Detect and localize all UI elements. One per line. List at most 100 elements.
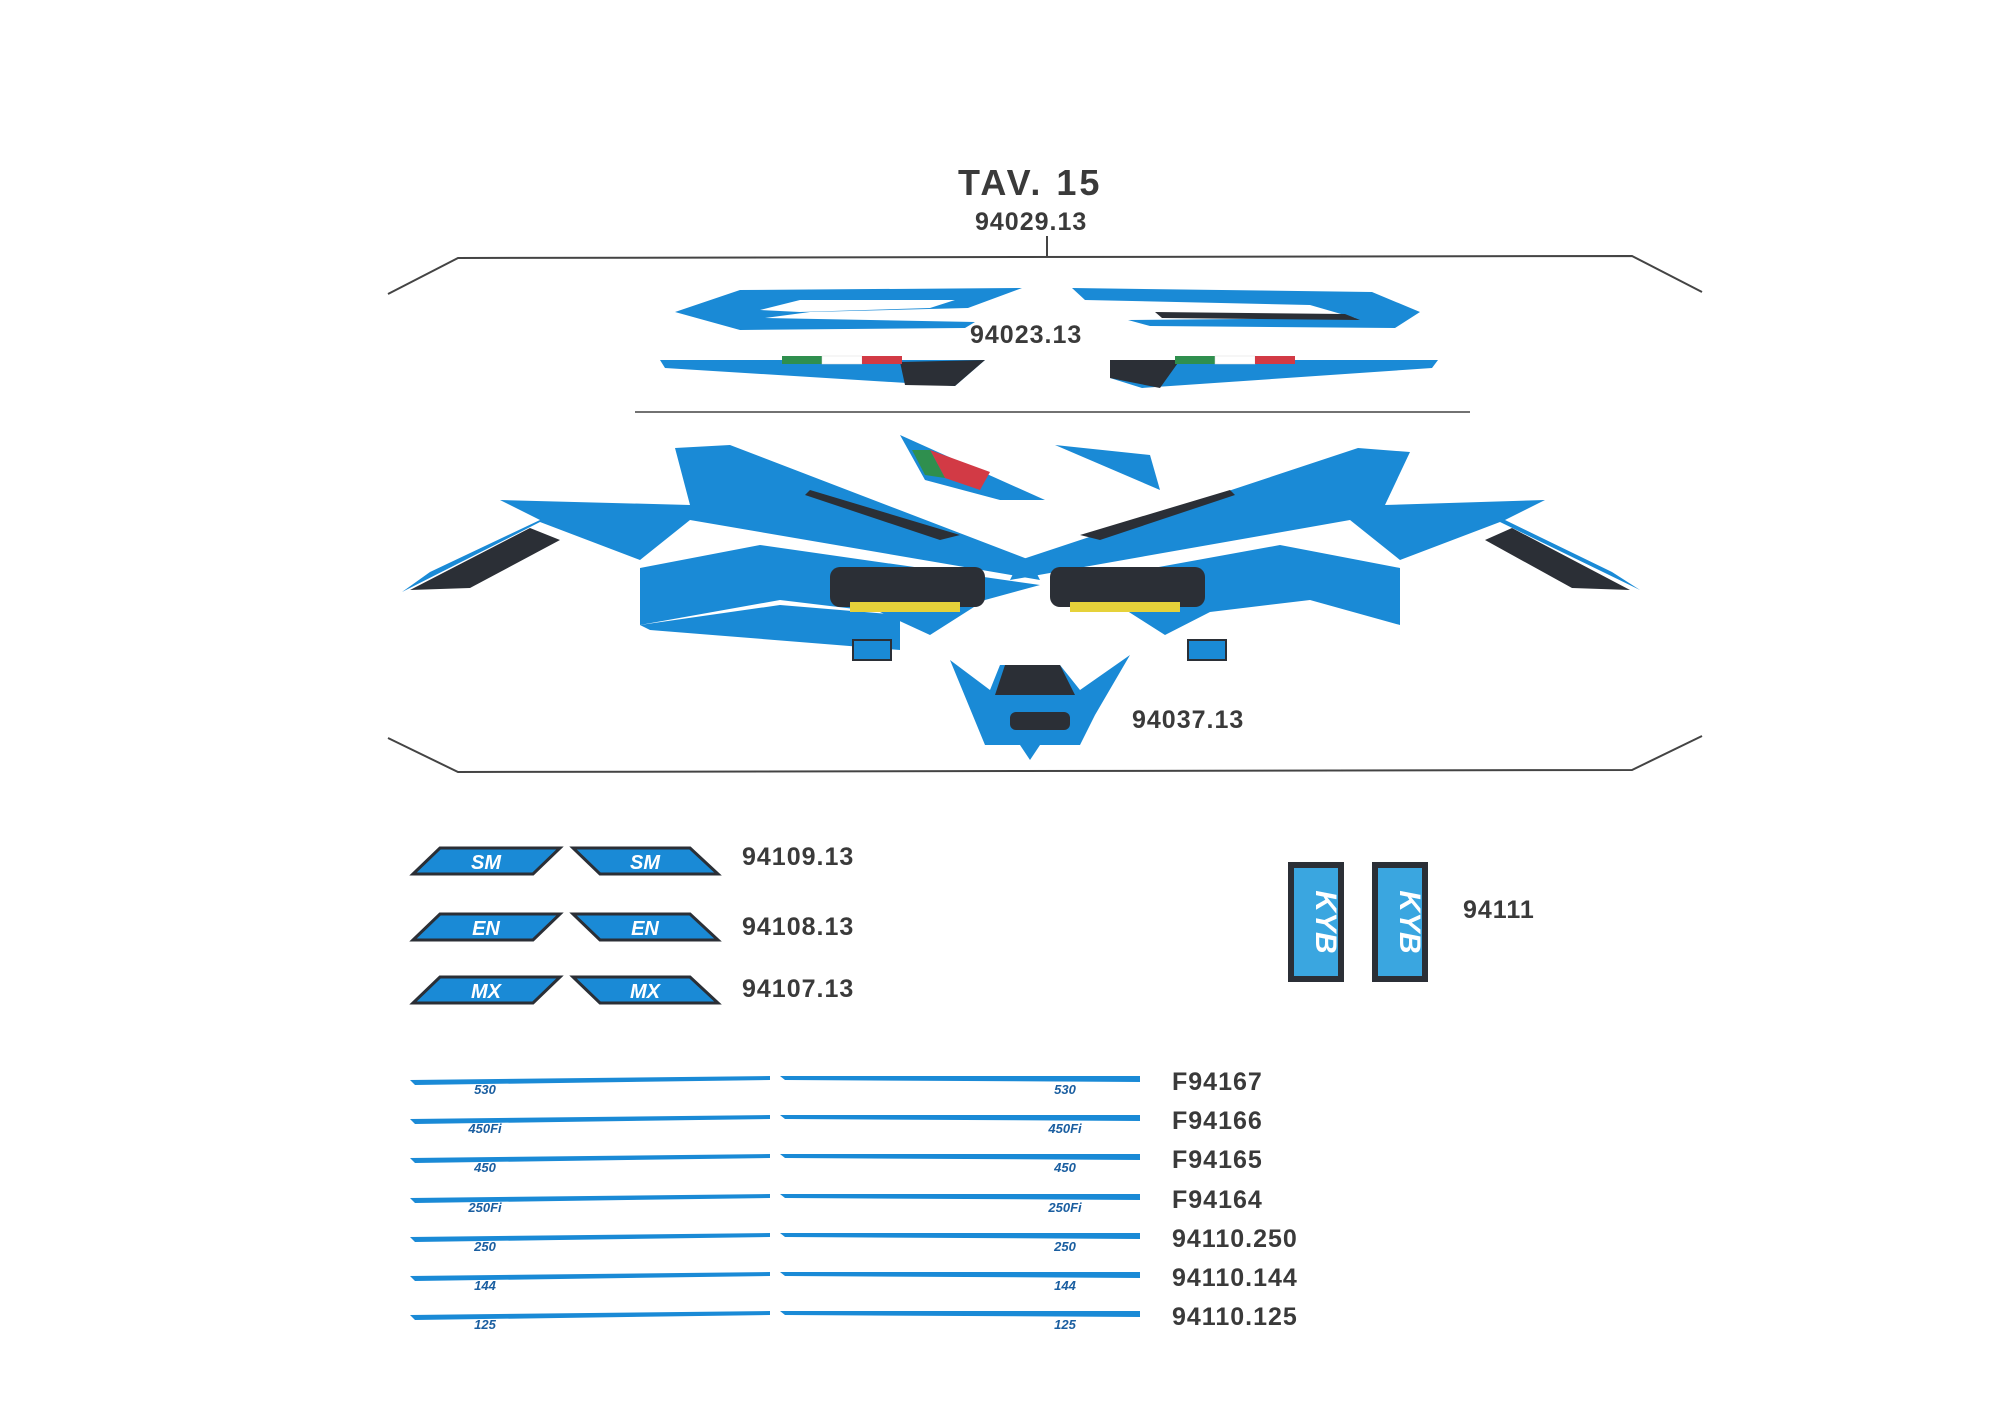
stripe-model-text: 530	[474, 1082, 496, 1097]
frame-top-line	[387, 254, 1703, 295]
stripe-pair: 530 530	[410, 1076, 1140, 1097]
tank-flag-red	[930, 450, 990, 490]
tank-flag-green	[912, 450, 945, 478]
stripe-model-text: 250Fi	[467, 1200, 502, 1215]
shroud-left-dark	[410, 528, 560, 590]
stripe-model-text: 450Fi	[1047, 1121, 1082, 1136]
shroud-right-stripe	[1080, 490, 1235, 540]
stripe-pair: 125 125	[410, 1311, 1140, 1332]
stripe-part-label: F94167	[1172, 1068, 1263, 1096]
stripe-part-label: F94165	[1172, 1146, 1263, 1174]
stripe-right	[780, 1115, 1140, 1121]
front-plate-dark	[995, 665, 1075, 695]
stripe-part-label: 94110.250	[1172, 1225, 1298, 1253]
shroud-side-right-dark	[1110, 360, 1180, 388]
mx-sticker-right	[569, 975, 722, 1005]
flag-green	[782, 356, 822, 364]
shroud-left	[402, 445, 1040, 592]
upper-kit-label: 94023.13	[970, 321, 1083, 349]
tm-logo-left	[830, 567, 985, 607]
mx-part-label: 94107.13	[742, 975, 855, 1003]
kyb-stickers: KYB KYB	[1288, 862, 1428, 982]
stripe-model-text: 144	[474, 1278, 496, 1293]
stripe-model-text: 250	[473, 1239, 496, 1254]
en-part-label: 94108.13	[742, 913, 855, 941]
stripe-left	[410, 1233, 770, 1242]
en-sticker-right	[569, 912, 722, 942]
upper-kit-decals	[660, 288, 1438, 388]
kyb-sticker-text: KYB	[1309, 890, 1342, 953]
kit-frame	[387, 236, 1703, 774]
kyb-sticker-right-inner	[1378, 868, 1422, 976]
flag-green	[1175, 356, 1215, 364]
stripe-model-text: 250	[1053, 1239, 1076, 1254]
stripe-model-text: 125	[1054, 1317, 1076, 1332]
stripe-left	[410, 1311, 770, 1320]
stripe-right	[780, 1076, 1140, 1082]
side-panel-right	[1060, 545, 1400, 635]
sm-sticker-text: SM	[471, 852, 502, 874]
stripe-part-label: F94164	[1172, 1186, 1263, 1214]
tank-decal-left-inlay	[760, 300, 955, 312]
stripe-left	[410, 1076, 770, 1085]
stripe-model-text: 450	[473, 1160, 496, 1175]
sm-sticker-left	[409, 846, 564, 876]
en-sticker-text: EN	[631, 918, 659, 940]
stripe-part-label: 94110.144	[1172, 1264, 1298, 1292]
shroud-right-dark	[1485, 528, 1630, 590]
kyb-sticker-left-inner	[1294, 868, 1338, 976]
stripe-model-text: 450Fi	[467, 1121, 502, 1136]
sm-sticker-right	[569, 846, 722, 876]
stripe-model-text: 125	[474, 1317, 496, 1332]
en-sticker-left	[409, 912, 564, 942]
front-plate-logo	[1010, 712, 1070, 730]
stripe-left	[410, 1154, 770, 1163]
sheet-title: TAV. 15	[958, 162, 1103, 203]
tank-decal-right	[1072, 288, 1420, 328]
stripe-right	[780, 1154, 1140, 1160]
stripe-pair: 144 144	[410, 1272, 1140, 1293]
stripe-pair: 450Fi 450Fi	[410, 1115, 1140, 1136]
stripe-pair: 250 250	[410, 1233, 1140, 1254]
racing-text-right	[1070, 602, 1180, 612]
shroud-side-left-dark	[900, 360, 985, 386]
mx-sticker-text: MX	[471, 981, 503, 1003]
model-stickers: SM SM EN EN MX MX	[409, 846, 722, 1005]
sm-part-label: 94109.13	[742, 843, 855, 871]
side-panel-left-lower	[640, 605, 900, 650]
frame-bottom-line	[387, 735, 1703, 774]
stripe-right	[780, 1194, 1140, 1200]
stripe-left	[410, 1272, 770, 1281]
front-number-plate	[950, 655, 1130, 760]
stripe-pair: 450 450	[410, 1154, 1140, 1175]
tank-decal-right-stripe	[1155, 312, 1360, 320]
stripe-right	[780, 1272, 1140, 1278]
main-kit-label: 94037.13	[1132, 706, 1245, 734]
racing-text-left	[850, 602, 960, 612]
kyb-part-label: 94111	[1463, 896, 1535, 924]
badge-left	[852, 639, 892, 661]
stripe-model-text: 250Fi	[1047, 1200, 1082, 1215]
stripe-left	[410, 1115, 770, 1124]
sm-sticker-text: SM	[630, 852, 661, 874]
shroud-right	[1010, 448, 1640, 590]
stripe-right	[780, 1233, 1140, 1239]
stripe-decals: 530 530 450Fi 450Fi 450 450 250Fi 250Fi …	[410, 1076, 1140, 1332]
shroud-left-stripe	[805, 490, 960, 540]
shroud-side-right	[1110, 360, 1438, 388]
stripe-model-text: 144	[1054, 1278, 1076, 1293]
stripe-model-text: 450	[1053, 1160, 1076, 1175]
flag-red	[1255, 356, 1295, 364]
flag-white	[1214, 355, 1256, 365]
stripe-part-label: F94166	[1172, 1107, 1263, 1135]
stripe-part-label: 94110.125	[1172, 1303, 1298, 1331]
stripe-model-text: 530	[1054, 1082, 1076, 1097]
number-plate-top	[1055, 445, 1160, 490]
stripe-right	[780, 1311, 1140, 1317]
stripe-left	[410, 1194, 770, 1203]
kyb-sticker-text: KYB	[1393, 890, 1426, 953]
en-sticker-text: EN	[472, 918, 500, 940]
flag-white	[821, 355, 863, 365]
stripe-pair: 250Fi 250Fi	[410, 1194, 1140, 1215]
